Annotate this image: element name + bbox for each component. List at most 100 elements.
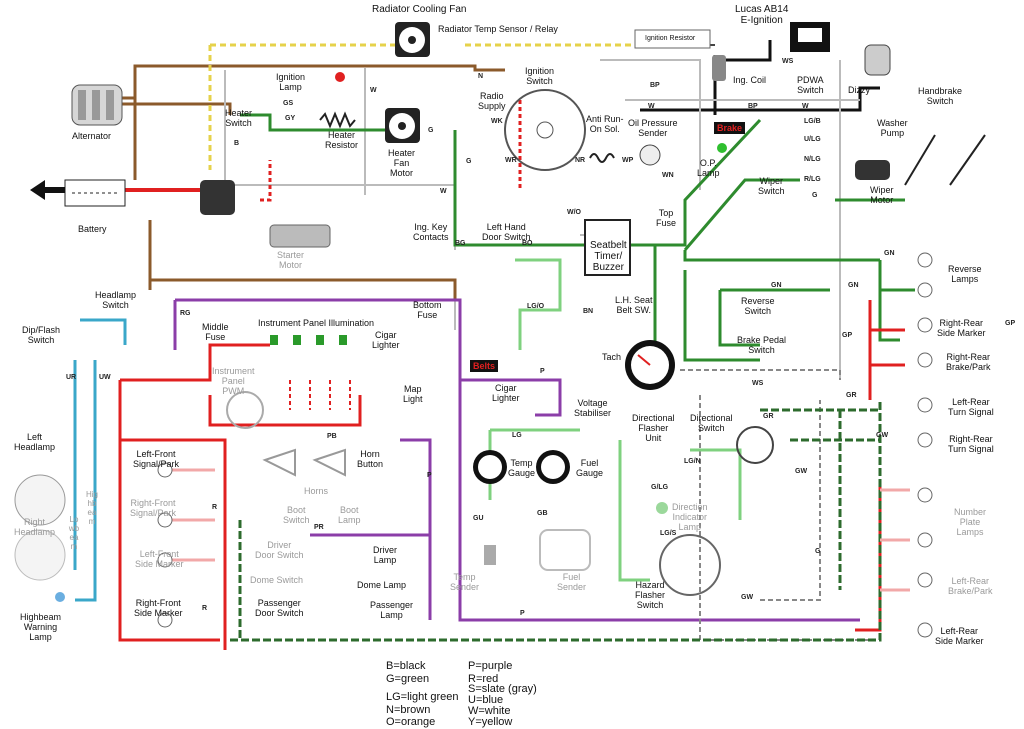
label-radio-supply: Radio Supply xyxy=(478,91,506,111)
code-r1: R xyxy=(212,504,218,511)
code-gr1: GR xyxy=(846,392,857,399)
code-bp2: BP xyxy=(748,103,758,110)
battery-icon xyxy=(64,179,126,207)
ignition-switch-icon xyxy=(504,89,586,171)
pwm-icon xyxy=(226,391,264,429)
seatbelt-timer-icon xyxy=(584,219,631,276)
wire-brown-main xyxy=(120,64,505,300)
label-starter: Starter Motor xyxy=(277,250,305,270)
code-wo: W/O xyxy=(567,209,581,216)
wiper-motor-icon xyxy=(855,160,890,180)
ignition-lamp-icon xyxy=(335,72,345,82)
label-rr-brake: Right-Rear Brake/Park xyxy=(946,352,991,372)
code-w1: W xyxy=(370,87,377,94)
code-g3: G xyxy=(812,192,818,199)
wire-pink xyxy=(160,468,910,592)
legend-item: G=green xyxy=(386,673,430,685)
label-rf-side-marker: Right-Front Side Marker xyxy=(134,598,183,618)
bulb-icons xyxy=(157,252,933,638)
label-hazard-flasher: Hazard Flasher Switch xyxy=(635,580,666,610)
code-ur: UR xyxy=(66,374,77,381)
label-right-headlamp: Right Headlamp xyxy=(14,517,56,537)
code-gp2: GP xyxy=(842,332,853,339)
wire-purple xyxy=(173,298,860,622)
code-gn2: GN xyxy=(771,282,782,289)
legend-item: R=red xyxy=(468,673,499,685)
temp-gauge-icon xyxy=(473,450,507,484)
label-top-fuse: Top Fuse xyxy=(656,208,677,228)
label-number-plate: Number Plate Lamps xyxy=(954,507,987,537)
label-headlamp-switch: Headlamp Switch xyxy=(95,290,137,310)
code-gs: GS xyxy=(283,100,294,107)
wire-red-lights xyxy=(118,300,905,650)
code-bo: BO xyxy=(522,240,533,247)
horn-icon xyxy=(262,448,346,477)
label-fuel-gauge: Fuel Gauge xyxy=(576,458,604,478)
code-ulg: U/LG xyxy=(804,136,821,143)
label-passenger-lamp: Passenger Lamp xyxy=(370,600,414,620)
code-rlg: R/LG xyxy=(804,176,821,183)
label-heater-switch: Heater Switch xyxy=(225,108,253,128)
wire-green xyxy=(240,113,915,362)
label-ing-coil: Ing. Coil xyxy=(733,75,767,85)
label-fuel-sender: Fuel Sender xyxy=(557,572,587,592)
label-highbeam: Highbeam xyxy=(86,490,99,526)
anti-run-on-icon xyxy=(589,153,615,163)
code-w4: W xyxy=(440,188,447,195)
belts-tag: Belts xyxy=(470,360,499,372)
label-passenger-door: Passenger Door Switch xyxy=(255,598,304,618)
label-lucas: Lucas AB14 E-Ignition xyxy=(735,4,789,26)
code-r2: R xyxy=(202,605,208,612)
wire-blue xyxy=(73,318,127,602)
legend-item: S=slate (gray) xyxy=(468,683,537,695)
ground-arrow-icon xyxy=(30,180,65,200)
label-highbeam-warning: Highbeam Warning Lamp xyxy=(20,612,62,642)
code-gw2: GW xyxy=(795,468,808,475)
label-cigar-lighter: Cigar Lighter xyxy=(492,383,520,403)
label-rr-turn: Right-Rear Turn Signal xyxy=(948,434,994,454)
legend-item: O=orange xyxy=(386,716,436,728)
label-boot-lamp: Boot Lamp xyxy=(338,505,361,525)
label-directional-flasher: Directional Flasher Unit xyxy=(632,413,675,443)
code-nr: NR xyxy=(575,157,586,164)
label-battery: Battery xyxy=(78,224,107,234)
label-ing-key: Ing. Key Contacts xyxy=(413,222,449,242)
alternator-icon xyxy=(71,84,123,126)
label-left-door: Left Hand Door Switch xyxy=(482,222,531,242)
label-rf-signal: Right-Front Signal/Park xyxy=(130,498,177,518)
label-op-lamp: O.P. Lamp xyxy=(697,158,720,178)
lucas-module-icon xyxy=(790,22,830,52)
panel-lamps-icon xyxy=(270,335,347,345)
code-bn: BN xyxy=(583,308,594,315)
label-voltage-stabiliser: Voltage Stabiliser xyxy=(574,398,612,418)
wiper-blade-icon xyxy=(904,134,986,186)
highbeam-warning-icon xyxy=(55,592,65,602)
label-radiator-sensor: Radiator Temp Sensor / Relay xyxy=(438,24,558,34)
label-lr-brake: Left-Rear Brake/Park xyxy=(948,576,993,596)
code-lgn: LG/N xyxy=(684,458,701,465)
label-anti-run-on: Anti Run- On Sol. xyxy=(586,114,624,134)
label-driver-door: Driver Door Switch xyxy=(255,540,304,560)
legend-item: LG=light green xyxy=(386,691,459,703)
label-pdwa: PDWA Switch xyxy=(797,75,824,95)
ignition-resistor-icon xyxy=(634,29,711,49)
code-ws2: WS xyxy=(752,380,764,387)
code-gn3: GN xyxy=(848,282,859,289)
code-uw: UW xyxy=(99,374,111,381)
label-ignition-switch: Ignition Switch xyxy=(525,66,555,86)
ignition-coil-icon xyxy=(712,55,726,81)
legend-item: P=purple xyxy=(468,660,513,672)
label-lf-side-marker: Left-Front Side Marker xyxy=(135,549,184,569)
code-lgs: LG/S xyxy=(660,530,677,537)
label-map-light: Map Light xyxy=(403,384,423,404)
label-handbrake: Handbrake Switch xyxy=(918,86,963,106)
direction-indicator-icon xyxy=(656,502,668,514)
temp-sender-icon xyxy=(484,545,496,565)
code-w2: W xyxy=(648,103,655,110)
label-washer-pump: Washer Pump xyxy=(877,118,908,138)
radiator-fan-icon xyxy=(395,22,430,57)
code-g4: G xyxy=(815,548,821,555)
legend-item: U=blue xyxy=(468,694,504,706)
wire-red-white xyxy=(260,100,522,410)
